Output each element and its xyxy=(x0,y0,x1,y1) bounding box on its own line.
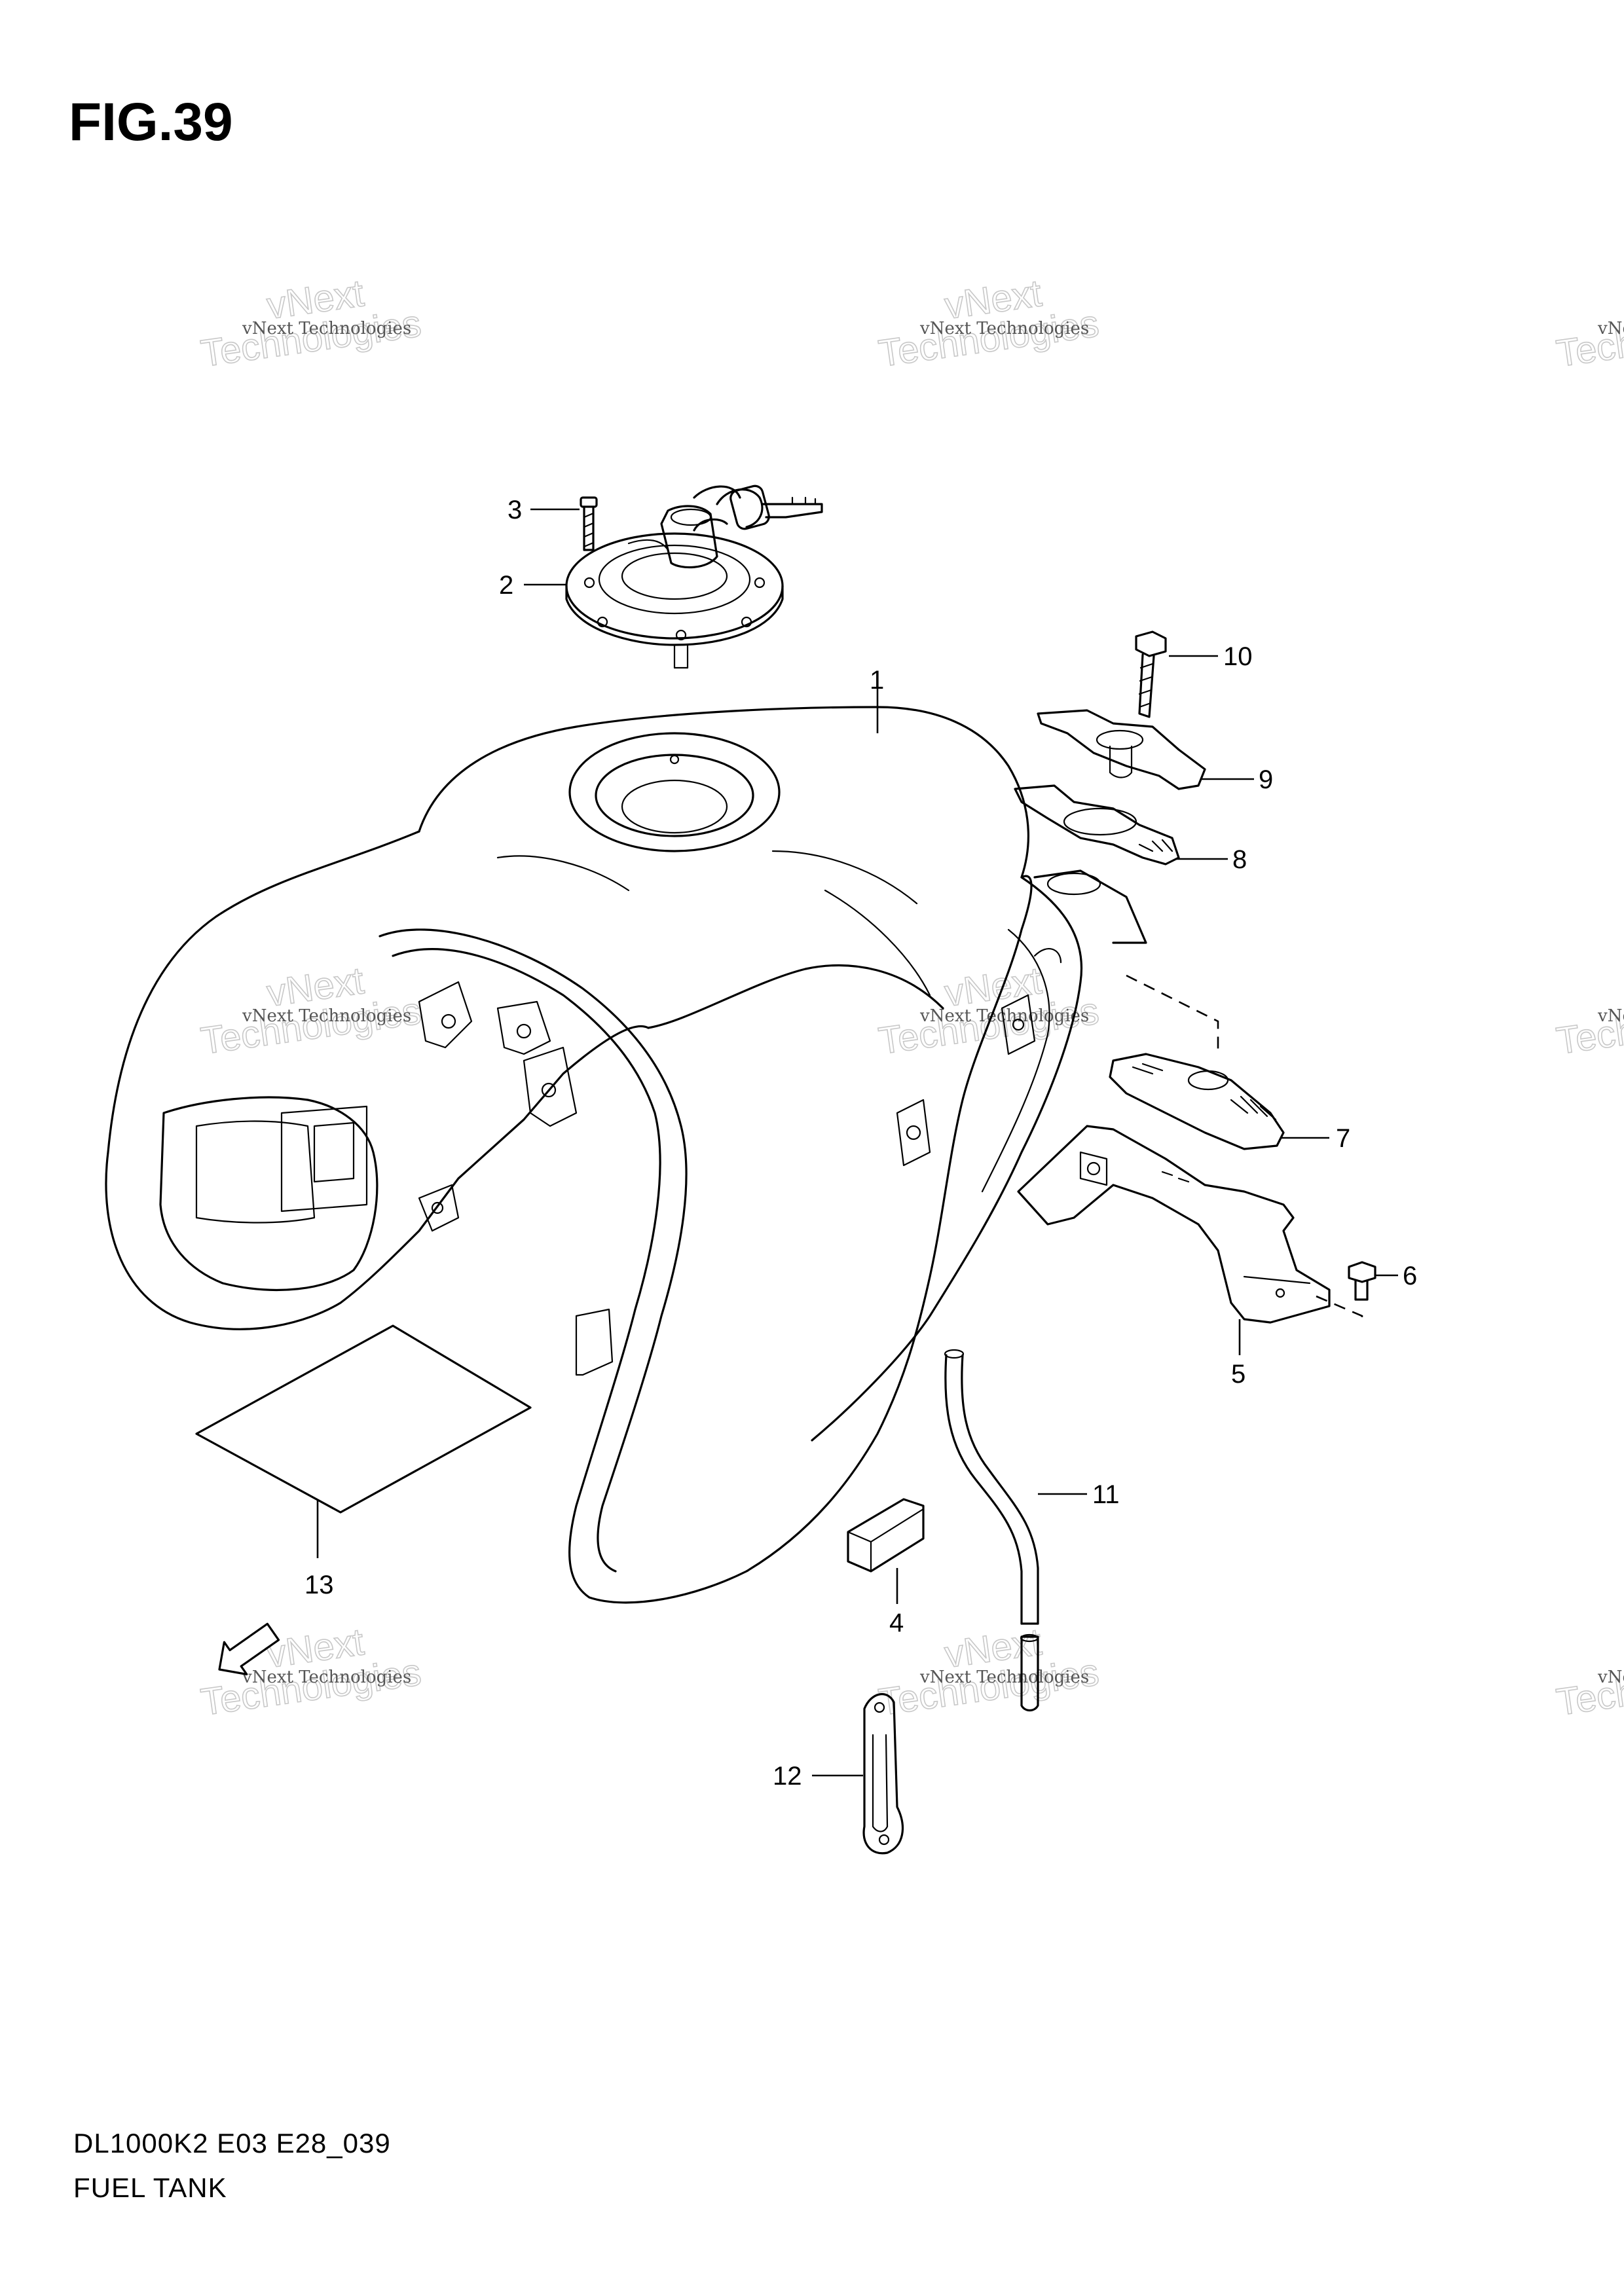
callout-5: 5 xyxy=(1231,1360,1246,1389)
part-11-hose[interactable] xyxy=(944,1349,1039,1712)
part-1-fuel-tank[interactable] xyxy=(105,706,1147,1604)
watermark-large-text: Technologies xyxy=(1554,302,1624,374)
figure-name: FUEL TANK xyxy=(73,2172,227,2203)
callout-4: 4 xyxy=(889,1609,904,1637)
callout-6: 6 xyxy=(1403,1262,1417,1290)
watermark-small-text: vNext Technologies xyxy=(919,1667,1089,1687)
watermark-top-right: Technologies vNext Technologies xyxy=(1553,302,1624,376)
watermark-small-text: vNext Technologies xyxy=(1597,1667,1624,1687)
callout-13: 13 xyxy=(304,1571,334,1599)
part-4-rubber-block[interactable] xyxy=(847,1498,925,1573)
part-13-label[interactable] xyxy=(195,1324,532,1514)
leader-lines xyxy=(316,508,1398,1777)
part-6-bolt[interactable] xyxy=(1348,1261,1376,1301)
callout-9: 9 xyxy=(1259,765,1273,794)
watermark-small-text: vNext Technologies xyxy=(919,319,1089,338)
watermark-small-text: vNext Technologies xyxy=(1597,1006,1624,1026)
watermark-small-text: vNext Technologies xyxy=(242,1667,411,1687)
watermark-large-text: Technologies xyxy=(1554,989,1624,1062)
callout-10: 10 xyxy=(1223,642,1253,671)
watermark-group: Technologies vNext vNext Technologies Te… xyxy=(198,271,1624,1724)
watermark-top-center: Technologies vNext vNext Technologies xyxy=(876,271,1102,375)
figure-title: FIG.39 xyxy=(69,92,233,152)
watermark-low-right: Technologies vNext Technologies xyxy=(1553,1650,1624,1724)
part-3-screw[interactable] xyxy=(580,496,598,551)
watermark-small-text: vNext Technologies xyxy=(1597,319,1624,338)
filler-opening-outer xyxy=(568,732,781,852)
part-5-bracket[interactable] xyxy=(1017,1125,1331,1324)
watermark-large-text: Technologies xyxy=(1554,1650,1624,1723)
callout-7: 7 xyxy=(1336,1124,1350,1153)
watermark-top-left: Technologies vNext vNext Technologies xyxy=(198,271,424,375)
part-10-bolt[interactable] xyxy=(1135,630,1167,718)
part-7-cushion[interactable] xyxy=(1109,1053,1285,1150)
callout-11: 11 xyxy=(1092,1480,1120,1509)
watermark-low-left: Technologies vNext vNext Technologies xyxy=(198,1620,424,1724)
watermark-mid-right: Technologies vNext Technologies xyxy=(1553,989,1624,1063)
callout-12: 12 xyxy=(773,1762,802,1791)
assembly-line-6 xyxy=(1316,1295,1363,1322)
filler-neck xyxy=(621,779,728,834)
assembly-line-7 xyxy=(1126,974,1219,1054)
callout-1: 1 xyxy=(870,666,884,695)
callout-2: 2 xyxy=(499,571,513,600)
watermark-mid-left: Technologies vNext vNext Technologies xyxy=(198,958,424,1063)
watermark-mid-center: Technologies vNext vNext Technologies xyxy=(876,958,1102,1063)
callout-8: 8 xyxy=(1232,845,1247,874)
model-code: DL1000K2 E03 E28_039 xyxy=(73,2128,391,2159)
watermark-small-text: vNext Technologies xyxy=(242,1006,411,1026)
part-9-plate[interactable] xyxy=(1037,709,1206,790)
part-8-cushion-plate[interactable] xyxy=(1014,784,1180,866)
watermark-small-text: vNext Technologies xyxy=(242,319,411,338)
part-12-strap[interactable] xyxy=(862,1693,904,1855)
callout-3: 3 xyxy=(507,496,522,524)
callout-labels: 3 2 1 10 9 8 7 6 5 11 4 12 13 xyxy=(304,496,1417,1791)
watermark-low-center: Technologies vNext vNext Technologies xyxy=(876,1620,1102,1724)
part-2-fuel-cap[interactable] xyxy=(565,484,823,669)
filler-opening-inner xyxy=(595,754,754,837)
